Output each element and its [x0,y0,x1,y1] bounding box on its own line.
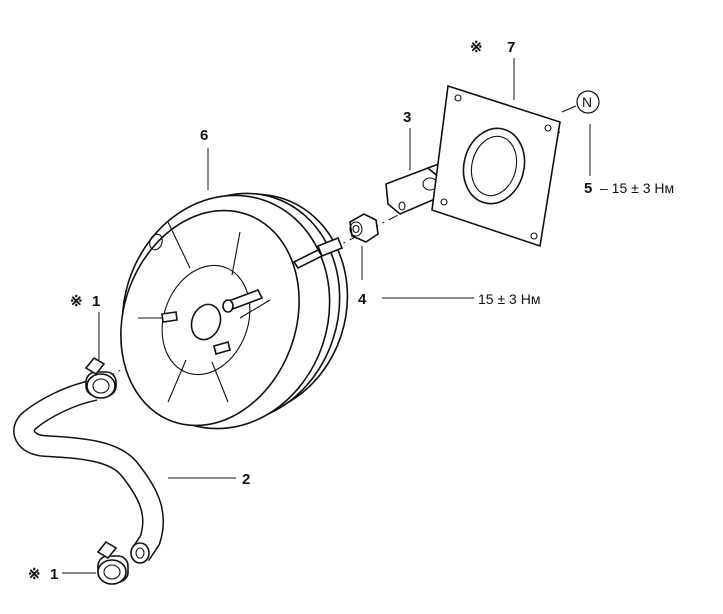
label-part-4: 4 [358,291,367,308]
label-part-6: 6 [200,127,208,144]
mark-part-1-top: ※ [70,293,83,310]
hose-clamp-top [84,356,117,399]
label-part-1-top: 1 [92,293,100,310]
label-part-5: 5 [584,180,592,197]
new-part-symbol: N [576,90,600,114]
label-part-7: 7 [507,39,515,56]
hose-clamp-bottom [96,540,129,585]
label-part-1-bottom: 1 [50,566,58,583]
gasket [431,84,561,248]
mark-part-1-bottom: ※ [28,566,41,583]
label-part-3: 3 [403,109,411,126]
lock-nut [349,213,379,243]
label-part-2: 2 [242,471,250,488]
brake-booster [120,192,349,430]
svg-text:N: N [582,94,592,110]
vacuum-hose [13,379,165,564]
torque-part-4: 15 ± 3 Нм [478,291,540,307]
leader-n [561,105,577,113]
torque-part-5: – 15 ± 3 Нм [600,180,674,196]
mark-part-7: ※ [470,39,483,56]
